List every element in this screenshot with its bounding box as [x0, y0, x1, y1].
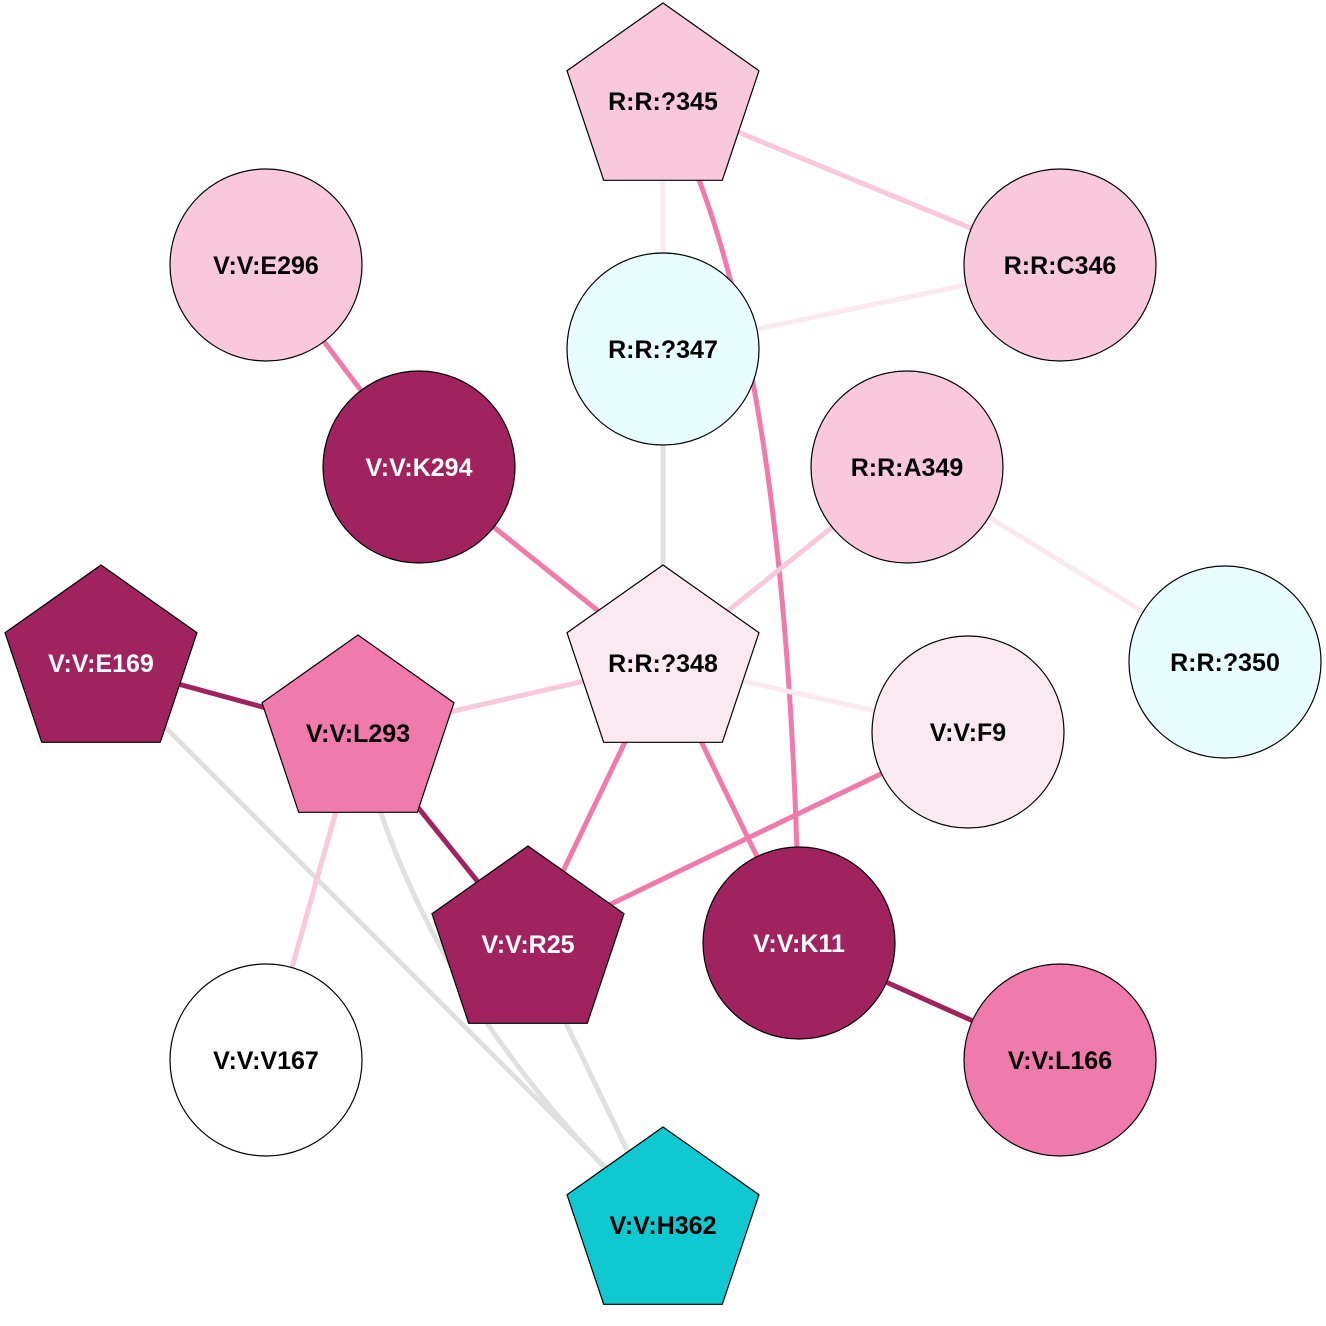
circle-shape — [702, 846, 896, 1040]
node-label: R:R:C346 — [1004, 252, 1117, 280]
node-label: R:R:?350 — [1170, 649, 1280, 677]
circle-shape — [169, 963, 363, 1157]
node-r-r-347[interactable]: R:R:?347 — [566, 252, 760, 446]
pentagon-shape — [4, 564, 198, 743]
node-label: V:V:K11 — [753, 930, 845, 958]
circle-shape — [1128, 565, 1322, 759]
node-r-r-348[interactable]: R:R:?348 — [566, 564, 760, 743]
circle-shape — [566, 252, 760, 446]
circle-shape — [963, 168, 1157, 362]
node-r-r-c346[interactable]: R:R:C346 — [963, 168, 1157, 362]
pentagon-shape — [431, 845, 625, 1024]
circle-shape — [871, 635, 1065, 829]
node-v-v-e169[interactable]: V:V:E169 — [4, 564, 198, 743]
edge-r-r-345-v-v-k11 — [660, 99, 802, 944]
circle-shape — [963, 963, 1157, 1157]
node-v-v-f9[interactable]: V:V:F9 — [871, 635, 1065, 829]
circle-shape — [810, 370, 1004, 564]
node-label: V:V:K294 — [365, 454, 472, 482]
node-label: R:R:?348 — [608, 650, 718, 678]
circle-shape — [322, 370, 516, 564]
node-label: V:V:F9 — [930, 719, 1006, 747]
node-v-v-k294[interactable]: V:V:K294 — [322, 370, 516, 564]
pentagon-shape — [566, 564, 760, 743]
node-label: V:V:L293 — [306, 720, 410, 748]
node-r-r-345[interactable]: R:R:?345 — [566, 2, 760, 181]
pentagon-shape — [261, 634, 455, 813]
node-v-v-r25[interactable]: V:V:R25 — [431, 845, 625, 1024]
pentagon-shape — [566, 1126, 760, 1305]
node-label: V:V:L166 — [1008, 1047, 1112, 1075]
node-r-r-a349[interactable]: R:R:A349 — [810, 370, 1004, 564]
node-label: R:R:?347 — [608, 336, 718, 364]
node-v-v-k11[interactable]: V:V:K11 — [702, 846, 896, 1040]
pentagon-shape — [566, 2, 760, 181]
node-v-v-l166[interactable]: V:V:L166 — [963, 963, 1157, 1157]
node-label: R:R:A349 — [851, 454, 964, 482]
node-label: R:R:?345 — [608, 88, 718, 116]
circle-shape — [169, 168, 363, 362]
node-label: V:V:E169 — [48, 650, 154, 678]
node-label: V:V:H362 — [609, 1212, 716, 1240]
node-v-v-l293[interactable]: V:V:L293 — [261, 634, 455, 813]
node-r-r-350[interactable]: R:R:?350 — [1128, 565, 1322, 759]
node-v-v-e296[interactable]: V:V:E296 — [169, 168, 363, 362]
node-v-v-h362[interactable]: V:V:H362 — [566, 1126, 760, 1305]
node-v-v-v167[interactable]: V:V:V167 — [169, 963, 363, 1157]
node-label: V:V:E296 — [213, 252, 319, 280]
node-label: V:V:R25 — [481, 931, 574, 959]
node-label: V:V:V167 — [213, 1047, 319, 1075]
